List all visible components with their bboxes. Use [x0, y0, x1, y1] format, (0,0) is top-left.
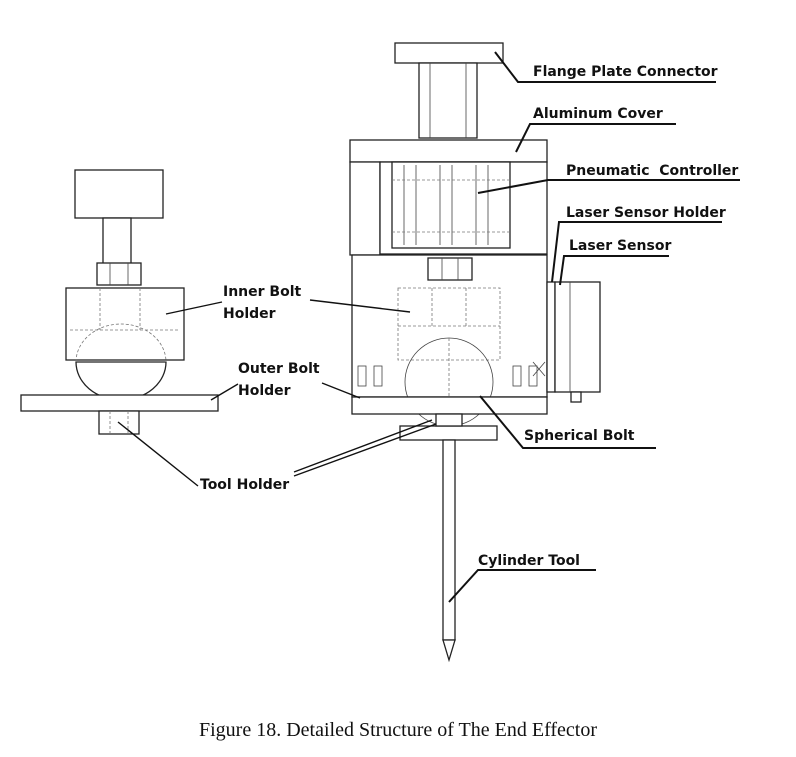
label-outer-bolt-holder-1: Outer Bolt	[238, 361, 320, 377]
label-laser-sensor-holder: Laser Sensor Holder	[566, 205, 726, 221]
flange-shaft	[418, 62, 478, 139]
end-effector-diagram: Flange Plate Connector Aluminum Cover Pn…	[20, 42, 740, 663]
label-outer-bolt-holder-2: Holder	[238, 383, 291, 399]
label-spherical-bolt: Spherical Bolt	[524, 428, 635, 444]
laser-sensor	[554, 281, 601, 393]
left-shaft	[102, 217, 132, 267]
pneumatic-controller	[391, 161, 511, 249]
label-laser-sensor: Laser Sensor	[569, 238, 671, 254]
left-nut	[96, 262, 142, 286]
label-tool-holder: Tool Holder	[200, 477, 289, 493]
main-nut	[427, 257, 473, 281]
figure-caption: Figure 18. Detailed Structure of The End…	[198, 719, 598, 741]
leader-lines	[117, 51, 740, 603]
left-assembly	[20, 169, 219, 435]
laser-sensor-tip	[570, 391, 582, 403]
left-flange-block	[74, 169, 164, 219]
label-flange-plate-connector: Flange Plate Connector	[533, 64, 718, 80]
label-inner-bolt-holder-2: Holder	[223, 306, 276, 322]
flange-plate-connector	[394, 42, 504, 64]
label-pneumatic-controller: Pneumatic Controller	[566, 163, 738, 179]
left-outer-bolt-holder	[20, 394, 219, 412]
label-aluminum-cover: Aluminum Cover	[533, 106, 663, 122]
label-inner-bolt-holder-1: Inner Bolt	[223, 284, 302, 300]
left-inner-bolt-holder	[65, 287, 185, 361]
left-spherical-bolt	[75, 361, 167, 401]
cylinder-tool	[442, 439, 456, 641]
laser-sensor-holder	[546, 281, 556, 393]
label-cylinder-tool: Cylinder Tool	[478, 553, 580, 569]
right-assembly	[349, 42, 601, 663]
outer-bolt-holder	[351, 396, 548, 415]
cylinder-tool-tip	[442, 639, 456, 663]
upper-housing-left	[349, 161, 381, 256]
tool-holder	[399, 425, 498, 441]
